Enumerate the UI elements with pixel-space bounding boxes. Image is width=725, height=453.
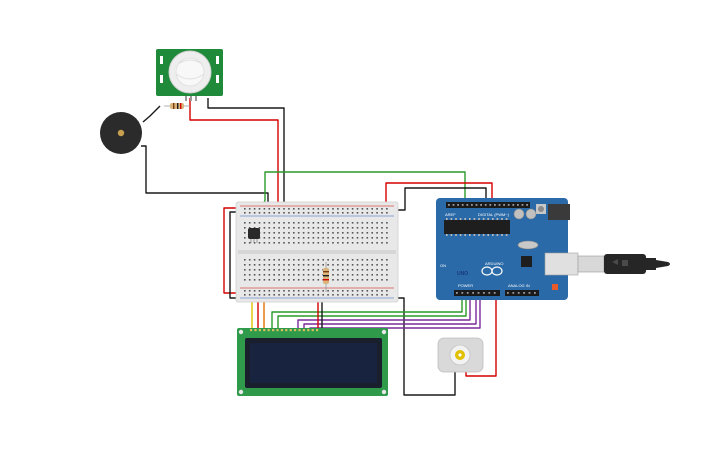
wire-lcd-green-1 xyxy=(271,294,463,330)
wire-motor-power xyxy=(465,296,497,377)
piezo-buzzer[interactable] xyxy=(100,112,142,154)
breadboard-resistor[interactable] xyxy=(323,262,329,292)
breadboard-holes xyxy=(244,208,388,296)
usb-cable[interactable] xyxy=(577,254,670,274)
arduino-analog-label: ANALOG IN xyxy=(508,283,530,288)
lcd-16x2[interactable] xyxy=(237,328,388,396)
arduino-uno[interactable]: AREF DIGITAL (PWM~) UNO ARDUINO ON POWER… xyxy=(436,198,579,300)
pir-sensor[interactable] xyxy=(156,49,223,101)
wire-pir-ground xyxy=(207,98,285,210)
arduino-digital-label: DIGITAL (PWM~) xyxy=(478,212,510,217)
arduino-on-label: ON xyxy=(440,263,446,268)
arduino-aref-label: AREF xyxy=(445,212,456,217)
temperature-sensor[interactable] xyxy=(248,228,260,243)
arduino-infinity-logo xyxy=(481,266,503,276)
wire-lcd-purple-1 xyxy=(297,294,471,330)
wire-buzzer-ground xyxy=(141,145,269,210)
arduino-brand-label: ARDUINO xyxy=(485,261,503,266)
arduino-chip-legs xyxy=(446,218,508,236)
wire-pir-power xyxy=(189,98,279,210)
arduino-power-label: POWER xyxy=(458,283,473,288)
arduino-power-analog-header xyxy=(456,292,536,294)
breadboard[interactable] xyxy=(235,201,399,303)
wire-rail-gnd xyxy=(392,187,487,211)
arduino-uno-label: UNO xyxy=(457,271,468,277)
arduino-digital-header xyxy=(448,204,528,206)
wire-pir-resistor xyxy=(142,105,161,123)
lcd-pin-header xyxy=(250,329,319,332)
dc-motor[interactable] xyxy=(437,337,484,373)
wire-lcd-green-2 xyxy=(277,294,467,330)
wire-left-red-rail xyxy=(223,207,240,294)
wire-lcd-purple-2 xyxy=(303,294,477,330)
pir-resistor[interactable] xyxy=(164,103,190,109)
wire-rail-5v xyxy=(385,182,493,210)
